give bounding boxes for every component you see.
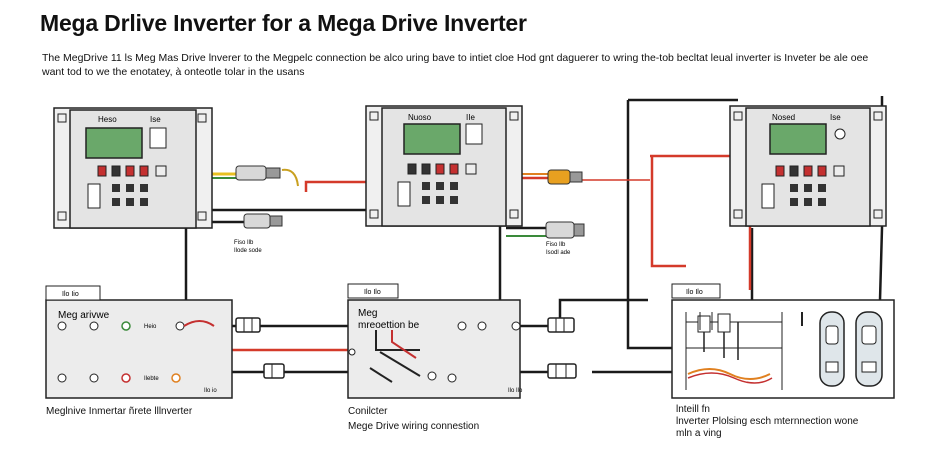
- top-unit-1-tag-line-1: Fiso Ilb: [234, 240, 254, 246]
- top-unit-2-tag-line-1: Fiso Ilb: [546, 242, 566, 248]
- wire-red-right-1: [650, 154, 738, 268]
- top-unit-2-label-right: IIe: [466, 113, 475, 122]
- bottom-box-1-row-2-label: Ilebte: [144, 376, 159, 382]
- bottom-box-2-title-line-1: Meg: [358, 308, 377, 319]
- top-unit-3: Nosed Ise: [729, 105, 887, 227]
- wire-black-bottom-3: [520, 298, 648, 328]
- bottom-box-3-caption-line-2: lnverter Plolsing esch mternnection wone: [676, 416, 859, 427]
- bottom-box-2-title-line-2: mreoettion be: [358, 320, 420, 331]
- bottom-box-3-tab: Ilo Ilo: [686, 289, 703, 296]
- bottom-box-3: Ilo Ilo: [671, 283, 895, 399]
- wire-red-left: [304, 180, 380, 192]
- bottom-box-2-tab: Ilo Ilo: [364, 289, 381, 296]
- bottom-box-1-row-1-label: Heio: [144, 324, 157, 330]
- bottom-box-2-terminals: [348, 321, 521, 383]
- top-unit-1-tag-line-2: Ilode sode: [234, 248, 262, 254]
- top-unit-2-buttons: [397, 163, 477, 207]
- top-unit-1-label-right: Ise: [150, 115, 161, 124]
- bottom-box-3-handheld-2: [855, 311, 883, 387]
- bottom-box-1-tab: Ilo Iio: [62, 291, 79, 298]
- bottom-box-3-wiring-panel: [685, 312, 783, 390]
- top-unit-1-label-left: Heso: [98, 115, 117, 124]
- bottom-box-2-footer: Ilo Ilo: [508, 388, 523, 394]
- bottom-box-3-handheld-1: [819, 311, 845, 387]
- bottom-box-2-caption-line-2: Mege Drive wiring connestion: [348, 421, 480, 432]
- plug-bottom-left-1: [235, 317, 261, 333]
- wire-black-top-run: [626, 98, 738, 350]
- bottom-box-1-title: Meg arivwe: [58, 310, 110, 321]
- plug-bottom-mid-2: [547, 363, 577, 379]
- bottom-box-1: Ilo Iio Meg arivwe Heio Ilebte Ilo io: [45, 285, 233, 399]
- diagram-title: Mega Drlive Inverter for a Mega Drive In…: [40, 10, 527, 36]
- wire-yellow-left-tip: [281, 168, 299, 187]
- plug-bottom-left-2: [263, 363, 285, 379]
- plug-top-left: [235, 165, 281, 181]
- bottom-box-1-caption: Meglnive Inmertar ñrete lllnverter: [46, 406, 193, 417]
- top-unit-3-buttons: [761, 165, 845, 209]
- top-unit-1-buttons: [87, 165, 167, 209]
- bottom-box-1-footer: Ilo io: [204, 388, 217, 394]
- top-unit-2-screen: [403, 123, 461, 155]
- top-unit-3-label-right: Ise: [830, 113, 841, 122]
- bottom-box-3-caption-line-1: lnteill fn: [676, 404, 710, 415]
- plug-top-mid: [547, 169, 583, 185]
- top-unit-3-label-left: Nosed: [772, 113, 795, 122]
- top-unit-1-screen: [85, 127, 143, 159]
- top-unit-1: Heso Ise: [53, 107, 213, 229]
- top-unit-2-label-left: Nuoso: [408, 113, 432, 122]
- plug-bottom-mid-1: [547, 317, 575, 333]
- bottom-box-2-caption-line-1: Conilcter: [348, 406, 388, 417]
- plug-mid-left: [243, 213, 283, 229]
- bottom-box-1-terminals: [57, 320, 215, 383]
- top-unit-2: Nuoso IIe: [365, 105, 523, 227]
- top-unit-2-tag-line-2: Isodl ade: [546, 250, 571, 256]
- connectors: [235, 165, 585, 379]
- top-unit-3-screen: [769, 123, 827, 155]
- description-line-2: want tod to we the enotatey, à onteotle …: [42, 66, 305, 78]
- plug-mid-mid: [545, 221, 585, 239]
- bottom-box-2: Ilo Ilo Meg mreoettion be Ilo Ilo: [347, 283, 523, 399]
- bottom-box-3-caption-line-3: mln a ving: [676, 428, 722, 439]
- description-line-1: The MegDrive 11 ls Meg Mas Drive lnverer…: [42, 52, 869, 64]
